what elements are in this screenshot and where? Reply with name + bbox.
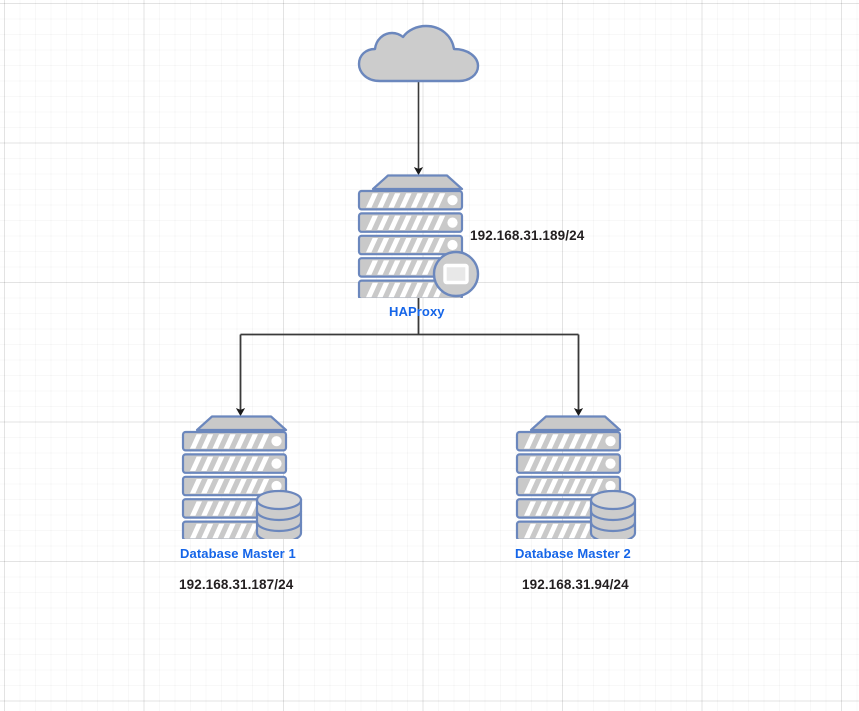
database-master-1-ip-label: 192.168.31.187/24 [179,577,294,592]
rack-slot [181,475,288,497]
database-master-2-name-label: Database Master 2 [515,546,631,561]
cloud-icon [357,24,480,83]
rack-slot [515,430,622,452]
rack-slot [515,475,622,497]
database-cylinder-icon [589,489,637,539]
node-haproxy[interactable] [352,170,492,298]
server-rack-icon [515,415,637,539]
database-master-2-ip-label: 192.168.31.94/24 [522,577,629,592]
haproxy-ip-label: 192.168.31.189/24 [470,228,585,243]
haproxy-name-label: HAProxy [389,304,445,319]
database-master-1-name-label: Database Master 1 [180,546,296,561]
rack-slot [181,430,288,452]
node-database-master-1[interactable] [176,411,316,539]
rack-slot [357,234,464,256]
rack-slot [357,212,464,233]
server-rack-icon [181,415,303,539]
server-rack-icon [357,174,480,298]
rack-slot [515,453,622,474]
monitor-icon [432,250,480,298]
database-cylinder-icon [255,489,303,539]
node-database-master-2[interactable] [510,411,650,539]
node-internet-cloud[interactable] [356,24,482,86]
rack-slot [181,453,288,474]
rack-slot [357,189,464,211]
